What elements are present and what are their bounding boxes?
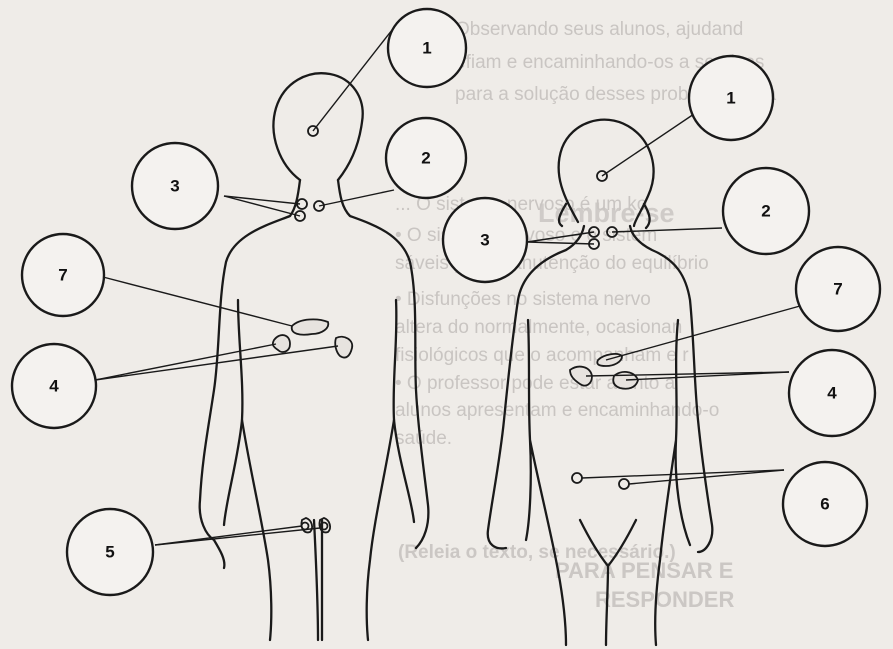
female-callout-4: 4 [789,350,875,436]
female-callout-6: 6 [783,462,867,546]
female-callout-4-label: 4 [827,384,837,403]
female-callout-2-label: 2 [761,202,770,221]
female-callout-6-label: 6 [820,495,829,514]
female-ovary-left [572,473,582,483]
male-callout-1-label: 1 [422,39,431,58]
male-adrenal-right [335,337,352,358]
bleed-mid-line-6: fisiológicos que o acompanham e r [395,345,689,366]
male-callout-5-label: 5 [105,543,114,562]
male-callout-3-label: 3 [170,177,179,196]
female-callout-7-label: 7 [833,280,842,299]
bleed-top-line-1: Observando seus alunos, ajudand [455,19,743,40]
bleed-mid-line-4: • Disfunções no sistema nervo [395,289,651,310]
female-ovary-right [619,479,629,489]
male-left-outline [200,180,300,568]
male-testes [301,518,330,532]
bleed-bottom-heading-1: PARA PENSAR E [555,558,733,583]
female-callout-3-label: 3 [480,231,489,250]
female-callout-1-label: 1 [726,89,735,108]
male-head-outline [273,73,362,180]
male-pancreas [292,319,329,334]
male-callout-2-label: 2 [421,149,430,168]
female-callout-1: 1 [689,56,773,140]
male-callout-1: 1 [388,9,466,87]
male-callout-5: 5 [67,509,153,595]
bleed-mid-line-9: saúde. [395,428,452,449]
bleed-mid-line-5: altera do normalmente, ocasionan [395,317,682,338]
bleed-bottom-heading-2: RESPONDER [595,587,734,612]
male-callout-4-label: 4 [49,377,59,396]
male-callout-7: 7 [22,234,104,316]
male-callout-2: 2 [386,118,466,198]
male-callout-3: 3 [132,143,218,229]
female-callout-2: 2 [723,168,809,254]
male-callout-7-label: 7 [58,266,67,285]
male-callout-4: 4 [12,344,96,428]
bleed-mid-line-8: alunos apresentam e encaminhando-o [395,400,719,421]
male-leader-lines [95,30,394,545]
male-legs-outline [242,420,394,640]
female-callout-3: 3 [443,198,527,282]
female-callout-7: 7 [796,247,880,331]
